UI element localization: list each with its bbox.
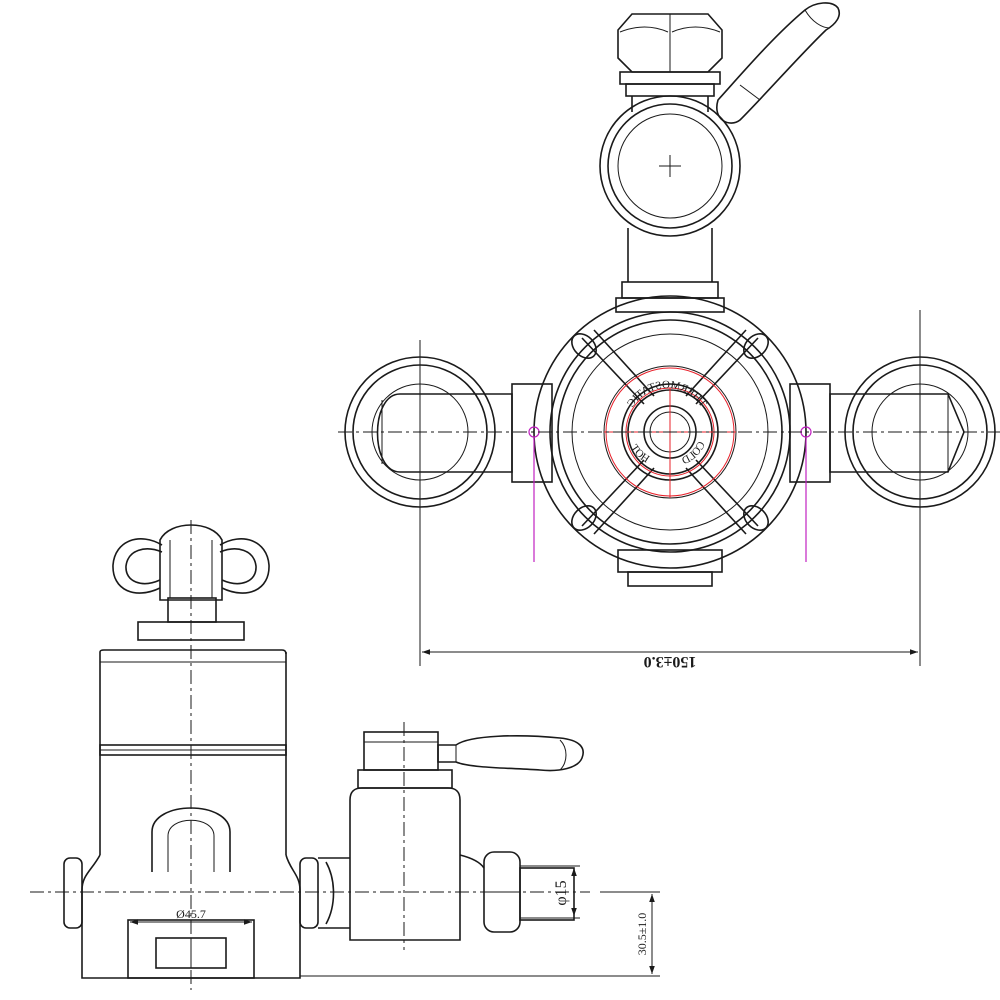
body-diameter-label: Ø45.7 — [176, 907, 206, 921]
lever-handle — [716, 2, 841, 124]
offset-height-dimension: 30.5±1.0 — [300, 891, 660, 977]
offset-height-label: 30.5±1.0 — [635, 913, 649, 956]
side-cylinder — [99, 649, 287, 855]
side-connecting-pipe — [318, 857, 350, 929]
top-nut — [617, 13, 723, 112]
side-view: Ø45.7 φ15 30.5±1.0 — [30, 520, 660, 990]
pipe-diameter-label: φ15 — [553, 880, 570, 905]
bottom-stub — [617, 549, 723, 587]
neck — [615, 228, 725, 313]
pipe-diameter-dimension: φ15 — [520, 865, 580, 919]
body-diameter-dimension: Ø45.7 — [130, 907, 252, 925]
width-dimension: 150±3.0 — [422, 649, 918, 670]
upper-flow-body — [599, 95, 741, 237]
cross-handle — [571, 329, 769, 535]
front-view: THERMOSTATIC COLD HOT 150±3.0 — [338, 2, 1000, 670]
width-dimension-label: 150±3.0 — [644, 653, 697, 670]
side-lever — [437, 735, 584, 772]
side-cross-handle — [112, 524, 270, 623]
